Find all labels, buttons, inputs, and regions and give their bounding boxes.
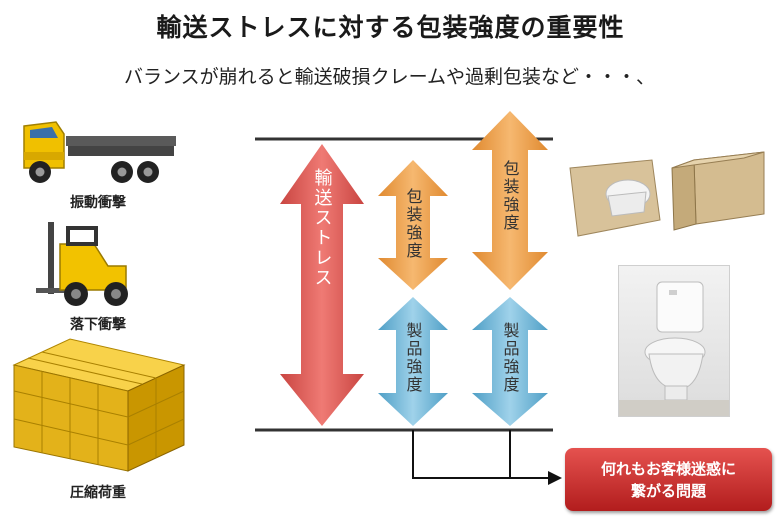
result-line-1: 何れもお客様迷惑に	[600, 459, 736, 478]
page-title: 輸送ストレスに対する包装強度の重要性	[156, 13, 625, 42]
stress-arrow	[280, 144, 364, 426]
truck-icon	[23, 121, 176, 183]
vibration-shock-label: 振動衝撃	[70, 195, 126, 211]
result-box: 何れもお客様迷惑に 繋がる問題	[565, 448, 772, 511]
package-short-label: 包装強度	[404, 188, 423, 260]
product-arrow-right	[472, 297, 548, 426]
package-arrow-tall	[472, 111, 548, 290]
stress-arrow-label: 輸送ストレス	[312, 168, 333, 288]
result-line-2: 繋がる問題	[630, 481, 706, 500]
product-left-label: 製品強度	[404, 322, 423, 394]
result-connector	[412, 430, 548, 479]
product-arrow-left	[378, 297, 448, 426]
package-tall-label: 包装強度	[501, 160, 520, 232]
connector-arrowhead	[548, 471, 562, 485]
toilet-icon	[619, 281, 729, 416]
forklift-icon	[36, 222, 128, 306]
package-arrow-short	[378, 160, 448, 290]
boxes-stack-icon	[12, 338, 186, 472]
product-right-label: 製品強度	[501, 322, 520, 394]
packaged-toilet-image	[569, 151, 765, 237]
page-subtitle: バランスが崩れると輸送破損クレームや過剰包装など・・・、	[124, 66, 656, 88]
drop-shock-label: 落下衝撃	[70, 317, 126, 333]
compression-load-label: 圧縮荷重	[70, 485, 126, 501]
toilet-photo	[618, 265, 730, 417]
